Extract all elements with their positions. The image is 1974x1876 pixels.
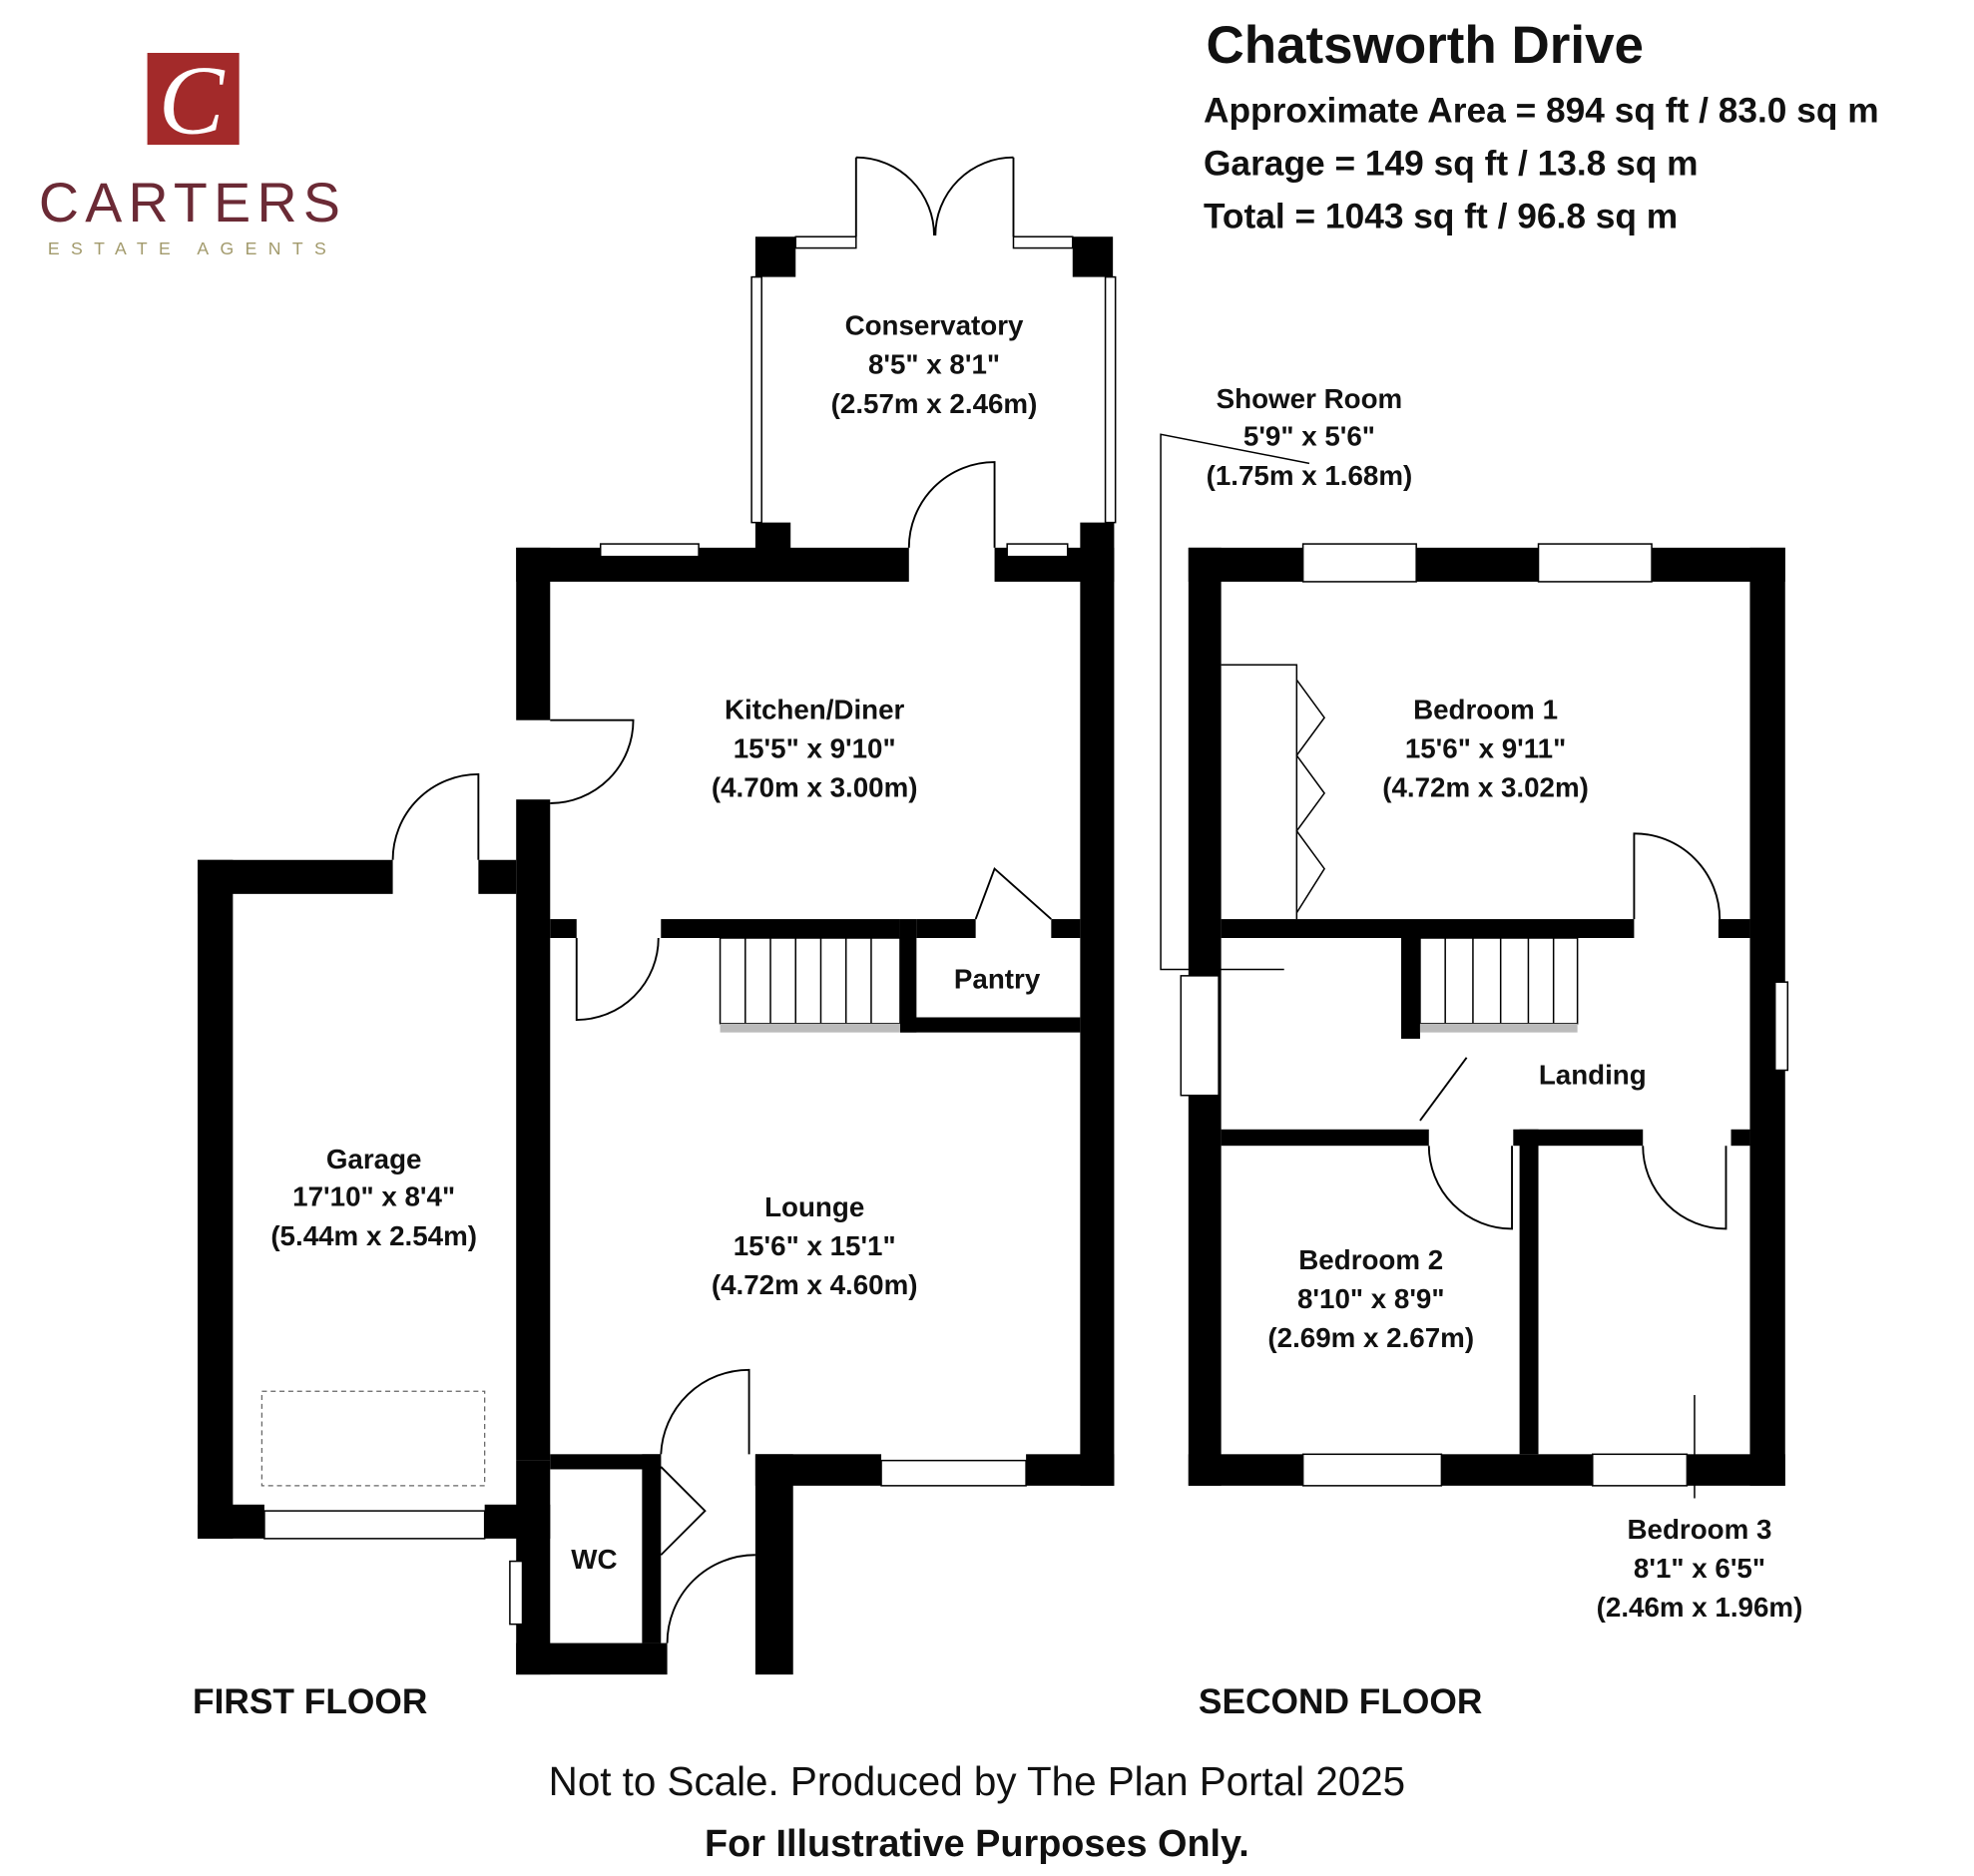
room-size-metric: (4.72m x 4.60m): [712, 1269, 918, 1300]
room-size-imperial: 15'6" x 9'11": [1405, 733, 1566, 764]
room-size-imperial: 5'9" x 5'6": [1243, 421, 1375, 452]
room-lounge: Lounge 15'6" x 15'1" (4.72m x 4.60m): [712, 1191, 918, 1300]
room-name: Kitchen/Diner: [725, 694, 905, 724]
second-floor-walls: [1160, 433, 1789, 1499]
room-name: Bedroom 1: [1413, 694, 1558, 724]
room-bedroom-3: Bedroom 3 8'1" x 6'5" (2.46m x 1.96m): [1597, 1514, 1803, 1623]
footer-disclaimer: Not to Scale. Produced by The Plan Porta…: [549, 1758, 1405, 1804]
first-floor-walls: [198, 156, 1117, 1675]
room-landing: Landing: [1539, 1059, 1647, 1090]
room-size-metric: (2.57m x 2.46m): [831, 388, 1038, 419]
room-size-metric: (4.72m x 3.02m): [1382, 772, 1589, 803]
room-size-metric: (2.69m x 2.67m): [1267, 1322, 1474, 1353]
room-kitchen-diner: Kitchen/Diner 15'5" x 9'10" (4.70m x 3.0…: [712, 694, 918, 802]
room-size-imperial: 8'5" x 8'1": [868, 349, 1000, 380]
logo-mark: [147, 52, 240, 146]
total-area: Total = 1043 sq ft / 96.8 sq m: [1204, 197, 1678, 235]
garage-area: Garage = 149 sq ft / 13.8 sq m: [1204, 144, 1699, 183]
logo-letter: C: [159, 47, 226, 156]
room-size-metric: (2.46m x 1.96m): [1597, 1592, 1803, 1623]
room-size-imperial: 8'1" x 6'5": [1634, 1553, 1765, 1584]
room-name: Shower Room: [1217, 383, 1403, 414]
room-wc: WC: [571, 1544, 617, 1575]
first-floor-label: FIRST FLOOR: [193, 1682, 427, 1721]
logo-brand: CARTERS: [39, 172, 346, 234]
room-size-imperial: 8'10" x 8'9": [1297, 1283, 1445, 1314]
room-size-imperial: 17'10" x 8'4": [292, 1181, 455, 1212]
second-floor-label: SECOND FLOOR: [1199, 1682, 1482, 1721]
room-name: Bedroom 2: [1298, 1244, 1443, 1275]
room-bedroom-2: Bedroom 2 8'10" x 8'9" (2.69m x 2.67m): [1267, 1244, 1474, 1353]
room-garage: Garage 17'10" x 8'4" (5.44m x 2.54m): [270, 1144, 477, 1251]
room-conservatory: Conservatory 8'5" x 8'1" (2.57m x 2.46m): [831, 310, 1038, 419]
page-title: Chatsworth Drive: [1206, 16, 1644, 75]
room-name: Garage: [326, 1144, 422, 1174]
room-name: Conservatory: [845, 310, 1024, 341]
room-bedroom-1: Bedroom 1 15'6" x 9'11" (4.72m x 3.02m): [1382, 694, 1589, 802]
footer-illustrative: For Illustrative Purposes Only.: [705, 1823, 1249, 1865]
room-size-metric: (5.44m x 2.54m): [270, 1220, 477, 1251]
logo-tagline: ESTATE AGENTS: [48, 238, 337, 258]
room-name: Bedroom 3: [1628, 1514, 1772, 1545]
room-size-metric: (1.75m x 1.68m): [1207, 460, 1413, 491]
room-size-metric: (4.70m x 3.00m): [712, 772, 918, 803]
room-size-imperial: 15'6" x 15'1": [734, 1230, 896, 1261]
room-shower-room: Shower Room 5'9" x 5'6" (1.75m x 1.68m): [1207, 383, 1413, 491]
approximate-area: Approximate Area = 894 sq ft / 83.0 sq m: [1204, 91, 1879, 130]
carters-logo: C CARTERS ESTATE AGENTS: [39, 47, 346, 258]
room-name: Lounge: [764, 1191, 864, 1222]
room-size-imperial: 15'5" x 9'10": [734, 733, 896, 764]
room-pantry: Pantry: [954, 963, 1041, 994]
